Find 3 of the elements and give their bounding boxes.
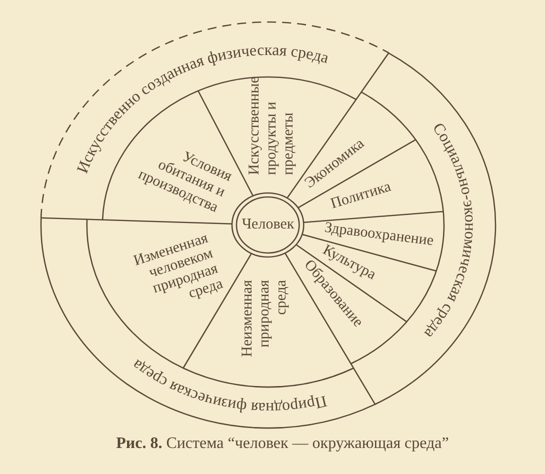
center-label: Человек: [242, 216, 294, 234]
sector-label: Неизменная природная среда: [239, 280, 290, 359]
figure-caption: Рис. 8. Система “человек — окружающая среда”: [116, 435, 449, 452]
